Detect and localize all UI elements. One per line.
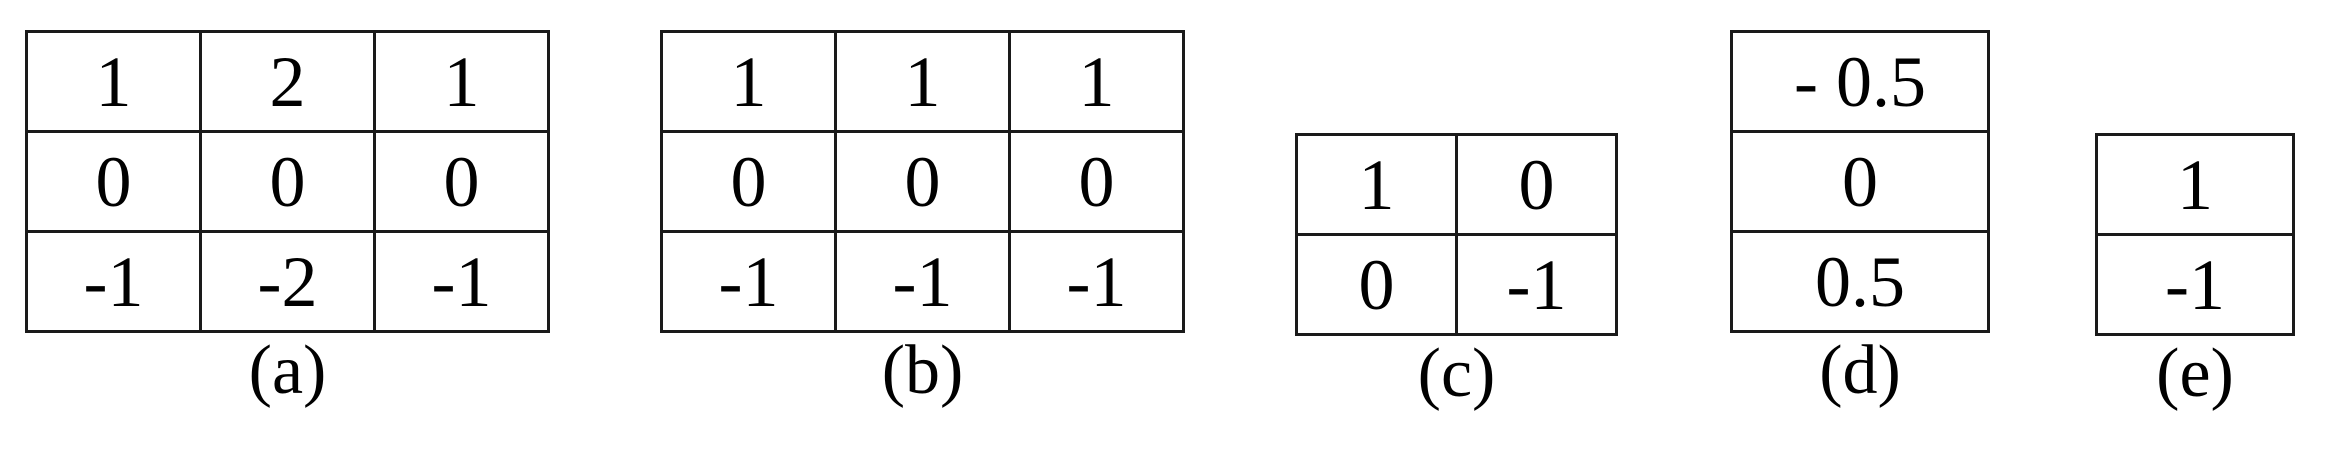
table-row: 0.5 [1730,230,1990,333]
matrix-cell: 1 [25,30,202,133]
matrix-cell: 1 [2095,133,2295,236]
matrix-cell: -1 [1455,233,1618,336]
table-row: 0 -1 [1295,233,1618,336]
matrix-cell: -1 [2095,233,2295,336]
matrix-cell: -1 [1008,230,1185,333]
kernel-caption-c: (c) [1417,335,1496,412]
table-row: 0 [1730,130,1990,233]
kernel-group-e: 1 -1 (e) [2095,133,2295,409]
table-row: - 0.5 [1730,30,1990,133]
table-row: -1 -1 -1 [660,230,1185,333]
table-row: -1 -2 -1 [25,230,550,333]
matrix-cell: 1 [660,30,837,133]
kernel-matrix-c: 1 0 0 -1 [1295,133,1618,336]
kernel-caption-e: (e) [2156,335,2234,412]
kernel-group-a: 1 2 1 0 0 0 -1 -2 -1 (a) [25,30,550,406]
matrix-cell: -2 [199,230,376,333]
matrix-cell: 0 [199,130,376,233]
kernel-matrix-a: 1 2 1 0 0 0 -1 -2 -1 [25,30,550,333]
table-row: 1 0 [1295,133,1618,236]
kernel-caption-d: (d) [1819,332,1901,409]
kernel-matrix-e: 1 -1 [2095,133,2295,336]
matrix-cell: 1 [1008,30,1185,133]
kernel-matrix-b: 1 1 1 0 0 0 -1 -1 -1 [660,30,1185,333]
table-row: 0 0 0 [660,130,1185,233]
matrix-cell: 0 [660,130,837,233]
kernel-group-c: 1 0 0 -1 (c) [1295,133,1618,409]
matrix-cell: 0 [1295,233,1458,336]
table-row: 0 0 0 [25,130,550,233]
matrix-cell: 2 [199,30,376,133]
kernel-caption-a: (a) [248,332,327,409]
matrix-cell: 0 [1730,130,1990,233]
matrix-cell: -1 [660,230,837,333]
matrix-cell: 1 [373,30,550,133]
matrix-cell: -1 [25,230,202,333]
table-row: 1 [2095,133,2295,236]
table-row: 1 2 1 [25,30,550,133]
matrix-cell: 0 [1008,130,1185,233]
matrix-cell: - 0.5 [1730,30,1990,133]
table-row: 1 1 1 [660,30,1185,133]
table-row: -1 [2095,233,2295,336]
kernel-group-b: 1 1 1 0 0 0 -1 -1 -1 (b) [660,30,1185,406]
kernel-group-d: - 0.5 0 0.5 (d) [1730,30,1990,406]
matrix-cell: -1 [834,230,1011,333]
matrix-cell: 0 [25,130,202,233]
matrix-cell: 0 [834,130,1011,233]
matrix-cell: 1 [834,30,1011,133]
matrix-cell: 0.5 [1730,230,1990,333]
matrix-cell: 1 [1295,133,1458,236]
matrix-cell: 0 [1455,133,1618,236]
kernel-caption-b: (b) [881,332,964,409]
kernel-matrix-d: - 0.5 0 0.5 [1730,30,1990,333]
matrix-cell: -1 [373,230,550,333]
matrix-cell: 0 [373,130,550,233]
